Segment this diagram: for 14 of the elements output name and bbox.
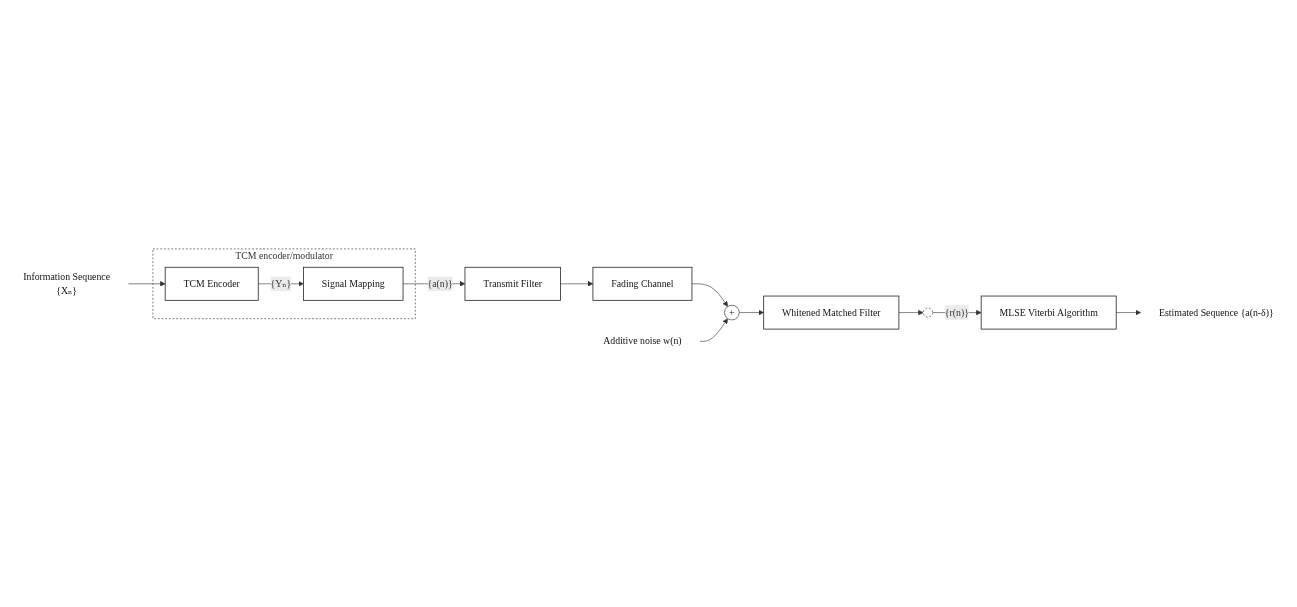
- node-box: Signal Mapping: [303, 267, 404, 301]
- edge-label: {a(n)}: [427, 278, 453, 289]
- node-circle: +: [724, 305, 740, 321]
- node-box: TCM Encoder: [164, 267, 259, 301]
- node-text: Information Sequence {Xₙ}: [23, 271, 111, 297]
- node-switch: [923, 307, 933, 318]
- node-text: Estimated Sequence {a(n-δ)}: [1159, 307, 1274, 318]
- node-box: MLSE Viterbi Algorithm: [980, 295, 1117, 330]
- edge-label: {Yₙ}: [270, 278, 292, 289]
- node-text: Additive noise w(n): [603, 335, 682, 347]
- node-box: Transmit Filter: [464, 267, 561, 301]
- node-box: Whitened Matched Filter: [763, 295, 900, 330]
- edge-label: {r(n)}: [944, 307, 969, 318]
- node-box: Fading Channel: [592, 267, 693, 301]
